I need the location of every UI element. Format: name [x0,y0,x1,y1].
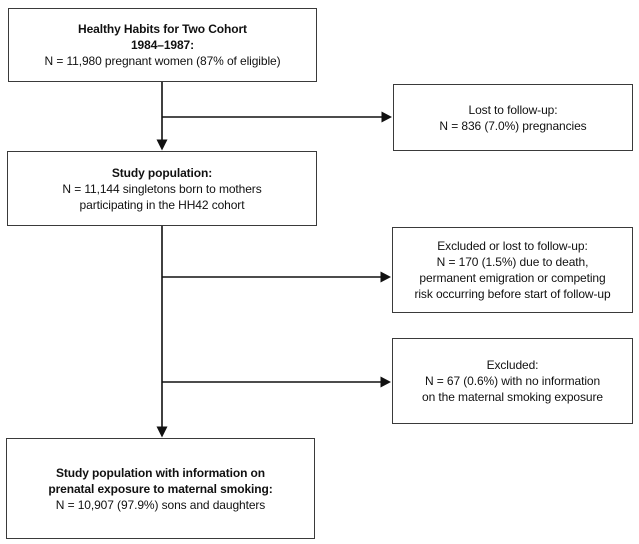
arrow-to-excluded-lost-followup [162,271,391,283]
box-final-study-population: Study population with information on pre… [6,438,315,539]
arrow-to-lost-followup [162,111,392,123]
cohort-years-line: 1984–1987: [130,38,195,52]
box-study-population: Study population: N = 11,144 singletons … [7,151,317,226]
excluded-lost-detail-line-2: risk occurring before start of follow-up [414,287,611,301]
lost-followup-n-line: N = 836 (7.0%) pregnancies [439,118,587,133]
final-n-line: N = 10,907 (97.9%) sons and daughters [55,497,266,512]
box-excluded-lost-followup: Excluded or lost to follow-up: N = 170 (… [392,227,633,313]
box-lost-followup: Lost to follow-up: N = 836 (7.0%) pregna… [393,84,633,151]
box-excluded-no-smoking-info: Excluded: N = 67 (0.6%) with no informat… [392,338,633,424]
study-population-title-line: Study population: [111,165,213,180]
cohort-n-line: N = 11,980 pregnant women (87% of eligib… [44,54,281,68]
box-cohort: Healthy Habits for Two Cohort 1984–1987:… [8,8,317,82]
arrow-study-population-to-final [156,226,168,438]
arrow-to-excluded-no-smoking-info [162,376,391,388]
excluded-smoking-title-line: Excluded: [486,358,539,372]
final-title-line-1: Study population with information on [55,465,266,480]
arrow-cohort-to-study-population [156,82,168,151]
excluded-lost-detail-line-1: permanent emigration or competing [419,271,606,285]
study-population-n-line: N = 11,144 singletons born to mothers [62,181,262,196]
excluded-lost-title-line: Excluded or lost to follow-up: [437,239,588,253]
excluded-smoking-n-line: N = 67 (0.6%) with no information [424,374,601,388]
excluded-smoking-detail-line: on the maternal smoking exposure [422,390,603,404]
lost-followup-title-line: Lost to follow-up: [468,102,558,117]
study-population-detail-line: participating in the HH42 cohort [79,197,245,212]
cohort-title-line: Healthy Habits for Two Cohort [78,22,247,36]
final-title-line-2: prenatal exposure to maternal smoking: [48,481,273,496]
excluded-lost-n-line: N = 170 (1.5%) due to death, [436,255,589,269]
